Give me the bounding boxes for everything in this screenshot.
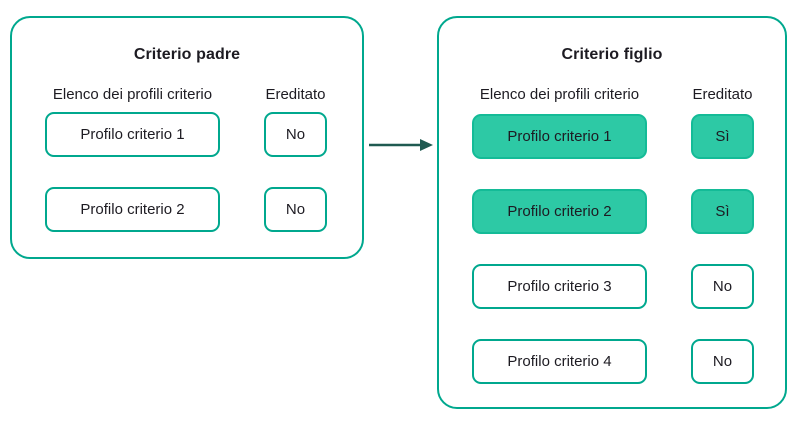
parent-column-header-profiles: Elenco dei profili criterio <box>52 86 213 103</box>
parent-panel-title: Criterio padre <box>133 46 241 63</box>
child-profile-box-3: Profilo criterio 3 <box>472 264 647 309</box>
parent-column-header-inherited: Ereditato <box>265 86 326 103</box>
child-column-header-inherited: Ereditato <box>692 86 753 103</box>
child-profile-box-2: Profilo criterio 2 <box>472 189 647 234</box>
child-profile-box-1: Profilo criterio 1 <box>472 114 647 159</box>
child-profile-box-4: Profilo criterio 4 <box>472 339 647 384</box>
parent-criterion-panel: Criterio padre Elenco dei profili criter… <box>10 16 364 259</box>
parent-inherited-badge-2: No <box>264 187 327 232</box>
inheritance-arrow-icon <box>369 139 433 151</box>
parent-inherited-badge-1: No <box>264 112 327 157</box>
child-inherited-badge-3: No <box>691 264 754 309</box>
child-inherited-badge-2: Sì <box>691 189 754 234</box>
child-panel-title: Criterio figlio <box>561 46 663 63</box>
child-inherited-badge-4: No <box>691 339 754 384</box>
child-inherited-badge-1: Sì <box>691 114 754 159</box>
child-criterion-panel: Criterio figlio Elenco dei profili crite… <box>437 16 787 409</box>
parent-profile-box-2: Profilo criterio 2 <box>45 187 220 232</box>
child-column-header-profiles: Elenco dei profili criterio <box>479 86 640 103</box>
parent-profile-box-1: Profilo criterio 1 <box>45 112 220 157</box>
